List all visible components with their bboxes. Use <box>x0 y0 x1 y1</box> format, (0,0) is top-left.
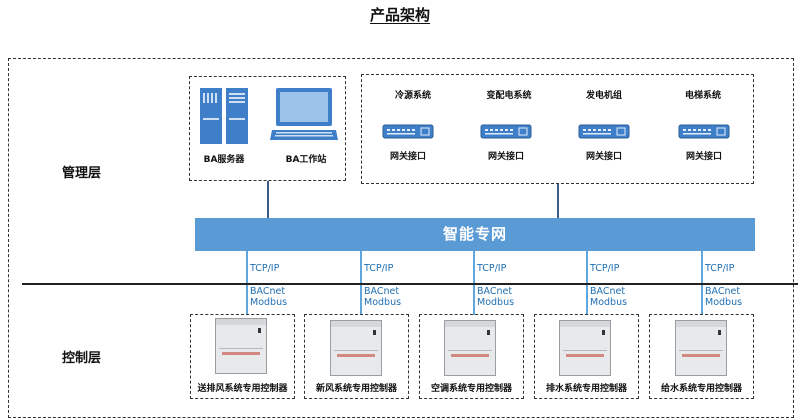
modbus-label: Modbus <box>590 297 628 308</box>
tcp-ip-label: TCP/IP <box>364 263 394 274</box>
controller-box <box>419 314 524 399</box>
controller-label: 新风系统专用控制器 <box>315 384 397 394</box>
modbus-label: Modbus <box>364 297 402 308</box>
gateway-icon <box>678 124 730 144</box>
controller-label: 空调系统专用控制器 <box>430 384 512 394</box>
subsystem-label-elevator: 电梯系统 <box>684 91 721 101</box>
controller-box <box>534 314 639 399</box>
layer-divider <box>22 283 798 285</box>
modbus-label: Modbus <box>705 297 743 308</box>
controller-cabinet-icon <box>215 318 267 374</box>
gateway-label: 网关接口 <box>487 152 524 162</box>
connector-line <box>267 181 269 218</box>
ba-server-label: BA服务器 <box>203 155 245 165</box>
bacnet-label: BACnet <box>705 286 741 297</box>
subsystem-label-generator: 发电机组 <box>585 91 622 101</box>
workstation-icon <box>270 88 338 144</box>
bacnet-label: BACnet <box>590 286 626 297</box>
modbus-label: Modbus <box>477 297 515 308</box>
gateway-label: 网关接口 <box>585 152 622 162</box>
gateway-label: 网关接口 <box>685 152 722 162</box>
connector-line <box>557 184 559 218</box>
controller-label: 给水系统专用控制器 <box>660 384 742 394</box>
bacnet-label: BACnet <box>250 286 286 297</box>
control-layer-label: 控制层 <box>62 351 102 366</box>
bacnet-label: BACnet <box>364 286 400 297</box>
controller-box <box>649 314 754 399</box>
gateway-icon <box>382 124 434 144</box>
subsystems-box <box>361 74 754 184</box>
smart-network-band: 智能专网 <box>195 218 755 251</box>
controller-cabinet-icon <box>559 320 611 376</box>
subsystem-label-chiller: 冷源系统 <box>394 91 431 101</box>
ba-workstation-label: BA工作站 <box>285 155 327 165</box>
controller-cabinet-icon <box>330 320 382 376</box>
controller-cabinet-icon <box>675 320 727 376</box>
management-layer-label: 管理层 <box>62 166 102 181</box>
controller-box <box>304 314 409 399</box>
tcp-ip-label: TCP/IP <box>477 263 507 274</box>
tcp-ip-label: TCP/IP <box>250 263 280 274</box>
controller-box <box>190 314 295 399</box>
gateway-icon <box>480 124 532 144</box>
bacnet-label: BACnet <box>477 286 513 297</box>
server-icon <box>200 88 250 148</box>
gateway-icon <box>578 124 630 144</box>
controller-label: 送排风系统专用控制器 <box>197 384 288 394</box>
tcp-ip-label: TCP/IP <box>705 263 735 274</box>
page-title: 产品架构 <box>369 6 430 24</box>
modbus-label: Modbus <box>250 297 288 308</box>
ba-system-box <box>189 76 346 181</box>
controller-label: 排水系统专用控制器 <box>545 384 627 394</box>
controller-cabinet-icon <box>444 320 496 376</box>
tcp-ip-label: TCP/IP <box>590 263 620 274</box>
gateway-label: 网关接口 <box>389 152 426 162</box>
subsystem-label-power: 变配电系统 <box>486 91 532 101</box>
